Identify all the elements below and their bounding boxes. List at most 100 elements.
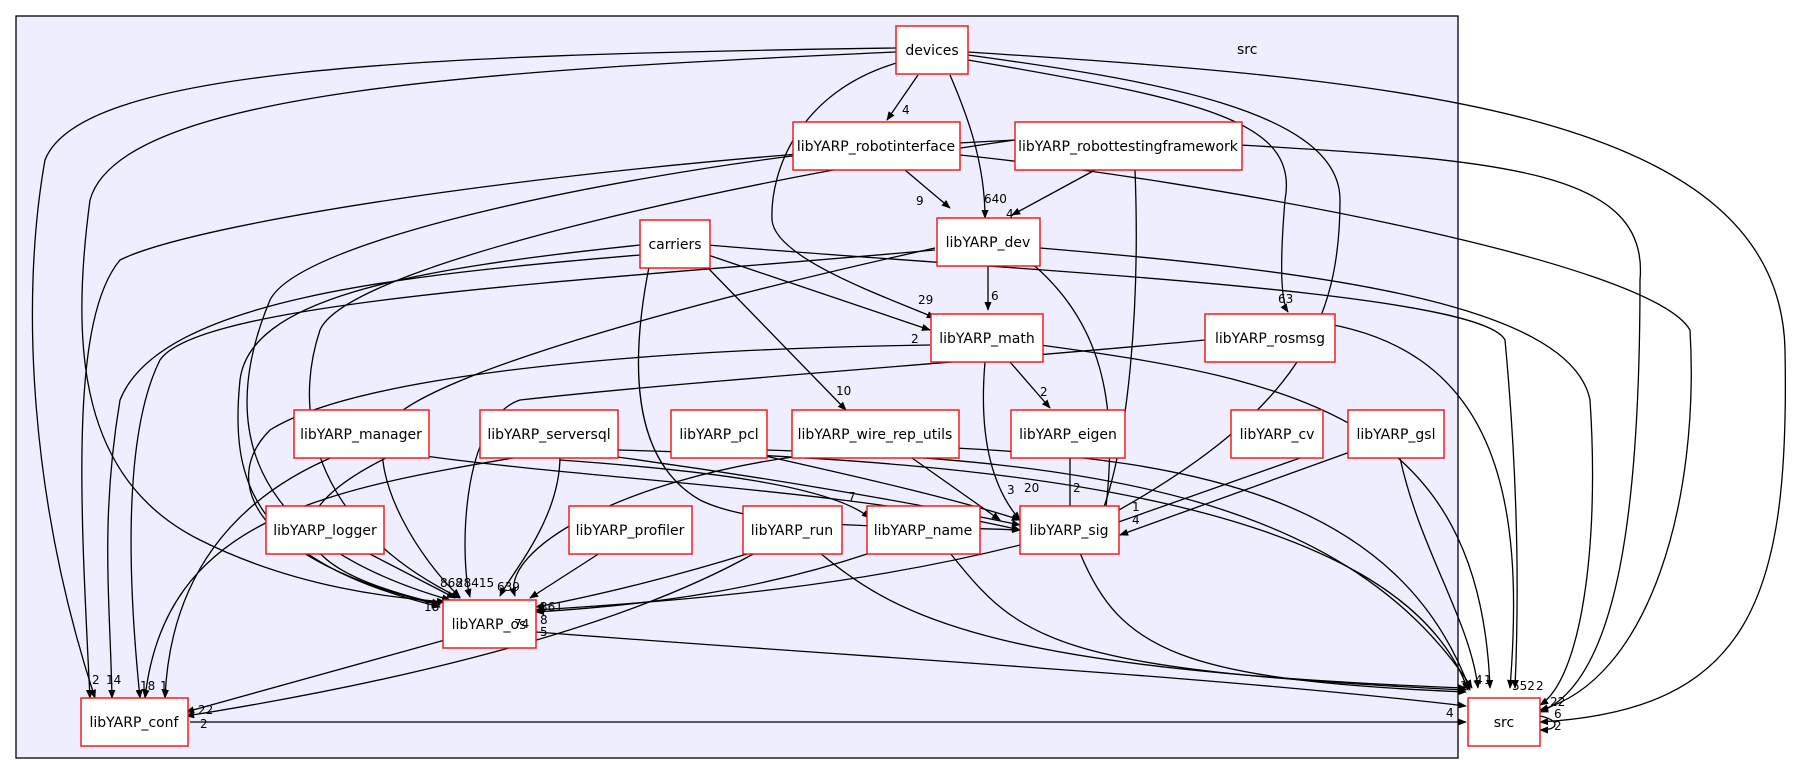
node-label: libYARP_robottestingframework (1018, 139, 1239, 155)
node-label: libYARP_math (939, 331, 1034, 347)
node-libyarp-name[interactable]: libYARP_name (866, 505, 981, 555)
node-libyarp-math[interactable]: libYARP_math (930, 313, 1044, 363)
edge-label: 552 (1512, 679, 1535, 693)
node-label: libYARP_run (751, 523, 833, 539)
node-libyarp-robotinterface[interactable]: libYARP_robotinterface (792, 121, 961, 171)
edge-src-self (1539, 715, 1556, 734)
node-libyarp-run[interactable]: libYARP_run (742, 505, 843, 555)
node-label: libYARP_name (874, 523, 973, 539)
node-label: libYARP_conf (90, 715, 180, 731)
node-libyarp-eigen[interactable]: libYARP_eigen (1010, 409, 1126, 459)
edge-sig-src (1079, 552, 1467, 696)
edge-math-sig (982, 361, 1021, 521)
edge-devices-conf (31, 47, 897, 699)
node-libyarp-cv[interactable]: libYARP_cv (1230, 409, 1324, 459)
edge-gsl-src (1399, 457, 1481, 689)
edges (31, 47, 1787, 734)
node-libyarp-os[interactable]: libYARP_os (442, 599, 537, 649)
edge-serversql-os (499, 455, 561, 597)
edge-label: 8 (540, 613, 548, 627)
edge-label: 6 (991, 289, 999, 303)
edge-label: 74 (514, 617, 529, 631)
edge-label: 20 (1024, 481, 1039, 495)
edge-profiler-os (529, 552, 601, 599)
edge-devices-robotinterface (886, 74, 919, 121)
node-libyarp-logger[interactable]: libYARP_logger (265, 505, 385, 555)
node-libyarp-sig[interactable]: libYARP_sig (1019, 505, 1120, 555)
node-label: libYARP_serversql (487, 427, 610, 443)
node-libyarp-gsl[interactable]: libYARP_gsl (1347, 409, 1445, 459)
edge-serversql-src (617, 449, 1469, 691)
edge-label: 1 (1132, 500, 1140, 514)
edge-rtf-sig (1099, 169, 1137, 519)
edge-carriers-wire (707, 267, 847, 411)
edge-label: 4 (1006, 207, 1014, 221)
node-libyarp-wire-rep-utils[interactable]: libYARP_wire_rep_utils (791, 409, 960, 459)
node-libyarp-dev[interactable]: libYARP_dev (936, 217, 1041, 267)
edge-label: 22 (1550, 695, 1565, 709)
node-label: libYARP_manager (300, 427, 422, 443)
node-label: libYARP_pcl (679, 427, 758, 443)
edge-gsl-sig (1119, 451, 1351, 536)
node-label: devices (905, 43, 958, 59)
node-label: libYARP_wire_rep_utils (798, 427, 953, 443)
cluster-label: src (1237, 42, 1257, 58)
edge-run-conf (185, 552, 756, 719)
edge-label: 1 (160, 679, 168, 693)
edge-label: 640 (984, 192, 1007, 206)
node-label: libYARP_sig (1030, 523, 1109, 539)
edge-serversql-name (559, 459, 871, 519)
edge-label: 9 (916, 194, 924, 208)
node-label: libYARP_os (452, 617, 527, 633)
edge-label: 14 (106, 673, 121, 687)
edge-label: 2 (200, 717, 208, 731)
edge-carriers-math (707, 254, 931, 331)
node-libyarp-robottestingframework[interactable]: libYARP_robottestingframework (1014, 121, 1243, 171)
edge-label: 868 (440, 576, 463, 590)
edge-run-os (535, 552, 751, 610)
edge-label: 4 (1132, 513, 1140, 527)
edge-rtf-dev (1011, 169, 1096, 216)
node-libyarp-profiler[interactable]: libYARP_profiler (568, 505, 693, 555)
edge-manager-conf (161, 455, 336, 699)
edge-devices-os (81, 51, 897, 605)
edge-devices-dev (949, 74, 989, 219)
edge-label: 1 (1484, 673, 1492, 687)
edge-rtf-os (308, 139, 1016, 599)
edge-math-eigen (1009, 361, 1051, 409)
node-carriers[interactable]: carriers (639, 219, 711, 269)
node-label: libYARP_logger (273, 523, 377, 539)
node-libyarp-rosmsg[interactable]: libYARP_rosmsg (1204, 313, 1336, 363)
node-src[interactable]: src (1467, 697, 1541, 747)
edge-os-conf (185, 639, 446, 714)
node-libyarp-conf[interactable]: libYARP_conf (80, 697, 189, 747)
edge-label: 2 (1536, 679, 1544, 693)
edge-rtf-src (1239, 144, 1642, 713)
node-label: libYARP_gsl (1357, 427, 1436, 443)
node-devices[interactable]: devices (895, 25, 969, 75)
edge-name-os (535, 552, 871, 616)
node-libyarp-manager[interactable]: libYARP_manager (293, 409, 430, 459)
edge-devices-rosmsg (967, 59, 1289, 313)
node-label: src (1494, 715, 1514, 731)
edge-label: 2 (92, 673, 100, 687)
edge-label: 29 (918, 293, 933, 307)
edge-carriers-conf (107, 254, 641, 699)
edge-label: 22 (198, 703, 213, 717)
edge-os-src (535, 631, 1467, 709)
node-libyarp-pcl[interactable]: libYARP_pcl (670, 409, 768, 459)
edge-dev-os (381, 247, 936, 598)
edge-label: 18 (424, 600, 439, 614)
edge-rosmsg-src (1299, 319, 1515, 689)
node-libyarp-serversql[interactable]: libYARP_serversql (479, 409, 619, 459)
node-label: libYARP_eigen (1019, 427, 1117, 443)
edge-label: 2 (1554, 719, 1562, 733)
node-label: libYARP_dev (946, 235, 1031, 251)
edge-label: 639 (497, 580, 520, 594)
node-label: carriers (648, 237, 701, 253)
edge-cv-sig (1109, 457, 1301, 526)
edge-label: 28415 (456, 576, 494, 590)
edge-label: 1 (1460, 679, 1468, 693)
edge-robotinterface-dev (904, 169, 951, 209)
